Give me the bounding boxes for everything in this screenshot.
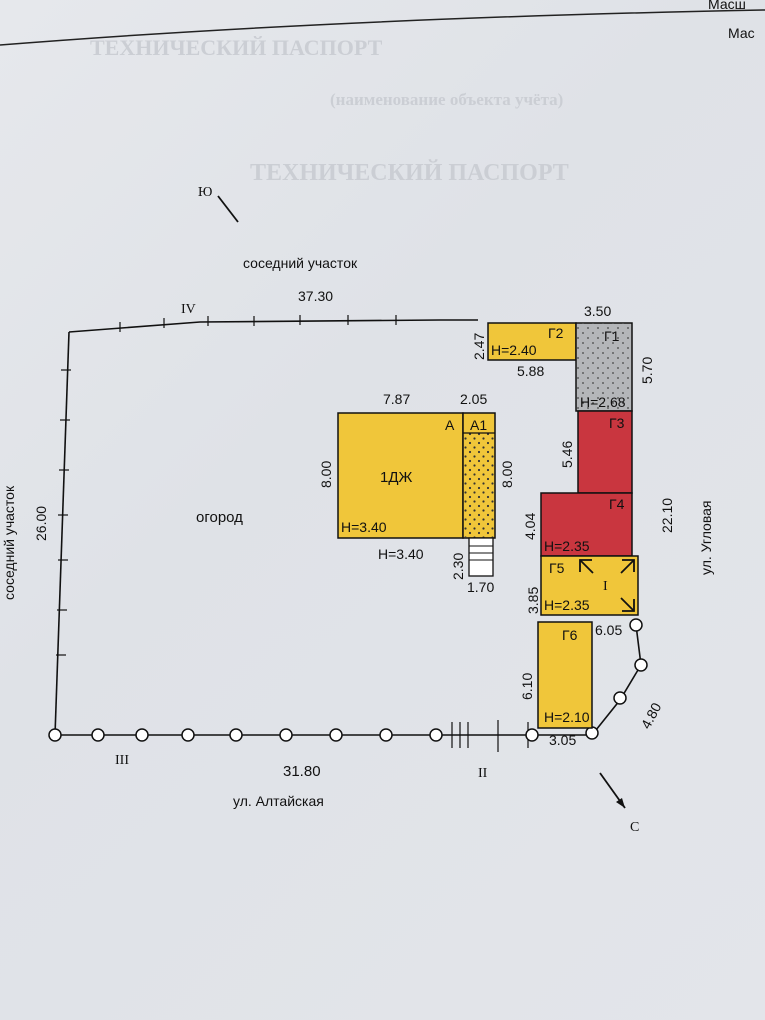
g2-name: Г2 [548, 325, 564, 341]
ghost-line-1: ТЕХНИЧЕСКИЙ ПАСПОРТ [90, 35, 383, 60]
dim-a-top: 7.87 [383, 391, 410, 407]
building-a1-hatch [463, 433, 495, 538]
south-mark: С [630, 820, 639, 835]
point-ii: II [478, 766, 488, 781]
neighbor-top-label: соседний участок [243, 255, 358, 271]
boundary-circles [48, 618, 648, 742]
building-g2 [487, 322, 577, 361]
boundary-left [54, 331, 70, 736]
point-iii: III [115, 753, 129, 768]
g4-height: Н=2.35 [544, 538, 590, 554]
building-g5 [540, 555, 639, 616]
dim-g6-left: 6.10 [519, 673, 535, 700]
neighbor-left-label: соседний участок [1, 485, 17, 600]
porch [468, 537, 494, 577]
dim-g4-left: 4.04 [522, 513, 538, 540]
g4-name: Г4 [609, 496, 625, 512]
dim-g6-bottom: 3.05 [549, 732, 576, 748]
header-text-2: Мас [728, 25, 755, 41]
building-a-name: А [445, 417, 455, 433]
g6-height: Н=2.10 [544, 709, 590, 725]
dim-right: 22.10 [659, 498, 675, 533]
point-iv: IV [181, 302, 196, 317]
street-right-label: ул. Угловая [698, 501, 714, 575]
dim-bottom: 31.80 [283, 763, 321, 780]
building-g6 [537, 621, 593, 729]
header-text-1: Масш [708, 0, 746, 12]
ghost-line-3: ТЕХНИЧЕСКИЙ ПАСПОРТ [250, 160, 569, 186]
g1-name: Г1 [604, 328, 620, 344]
g6-name: Г6 [562, 627, 578, 643]
building-g3 [577, 410, 633, 494]
dim-g2-left: 2.47 [471, 333, 487, 360]
g5-height: Н=2.35 [544, 597, 590, 613]
building-a1-name: А1 [470, 417, 487, 433]
south-arrow-head-icon [616, 798, 625, 808]
dim-a1-top: 2.05 [460, 391, 487, 407]
point-i: I [603, 579, 608, 594]
g2-height: Н=2.40 [491, 342, 537, 358]
dim-g1-right: 5.70 [639, 357, 655, 384]
building-a-height: Н=3.40 [341, 519, 387, 535]
ghost-line-2: (наименование объекта учёта) [330, 90, 563, 109]
dim-g2-bottom: 5.88 [517, 363, 544, 379]
g5-arrows-icon [579, 559, 635, 612]
header-rule [0, 9, 765, 46]
street-bottom-label: ул. Алтайская [233, 793, 324, 809]
building-g4 [540, 492, 633, 557]
boundary-corner [591, 624, 642, 736]
house-label: 1ДЖ [380, 469, 413, 486]
north-mark: Ю [198, 185, 212, 200]
fence-ticks [56, 315, 529, 752]
dim-corner: 4.80 [638, 700, 665, 732]
building-a1-height: Н=3.40 [378, 546, 424, 562]
ghost-text: ТЕХНИЧЕСКИЙ ПАСПОРТ (наименование объект… [90, 35, 569, 186]
g5-name: Г5 [549, 560, 565, 576]
dim-top: 37.30 [298, 288, 333, 304]
dim-porch-height: 2.30 [450, 553, 466, 580]
building-a [337, 412, 464, 539]
dim-g1-top: 3.50 [584, 303, 611, 319]
dim-g3-left: 5.46 [559, 441, 575, 468]
dim-a1-right: 8.00 [499, 461, 515, 488]
g3-name: Г3 [609, 415, 625, 431]
g1-height: Н=2.68 [580, 394, 626, 410]
dim-g5-left: 3.85 [525, 587, 541, 614]
dim-left: 26.00 [33, 506, 49, 541]
porch-steps [469, 545, 493, 561]
garden-label: огород [196, 509, 243, 526]
boundary-top [68, 319, 478, 333]
dim-a-left: 8.00 [318, 461, 334, 488]
dim-g5-right: 6.05 [595, 622, 622, 638]
dim-porch-width: 1.70 [467, 579, 494, 595]
building-g1-hatch [576, 323, 632, 411]
north-arrow [217, 195, 239, 223]
